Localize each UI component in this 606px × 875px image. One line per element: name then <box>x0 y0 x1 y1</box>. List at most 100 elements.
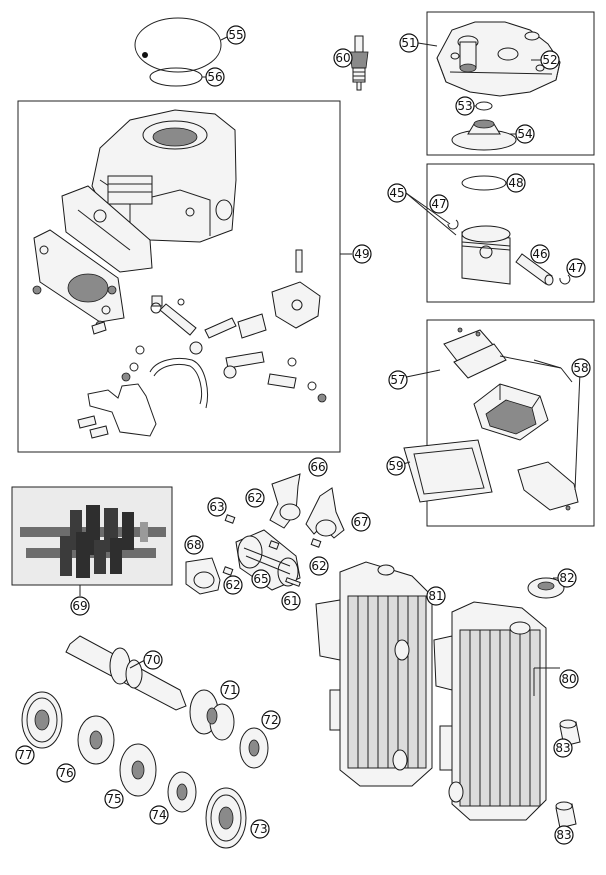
callout-49: 49 <box>352 244 372 264</box>
svg-text:56: 56 <box>207 70 222 84</box>
svg-text:67: 67 <box>353 515 368 529</box>
callout-56: 56 <box>205 67 225 87</box>
gear-72 <box>239 727 269 769</box>
cylinder-head-group-frame <box>426 11 595 156</box>
shift-fork-68 <box>185 557 221 595</box>
callout-55: 55 <box>226 25 246 45</box>
svg-text:74: 74 <box>151 808 166 822</box>
svg-text:45: 45 <box>389 186 404 200</box>
cylinder-head-o-ring <box>149 67 208 87</box>
svg-text:47: 47 <box>568 261 583 275</box>
piston-pin-clip-right <box>559 274 571 285</box>
svg-text:80: 80 <box>561 672 576 686</box>
shift-fork-67 <box>305 487 345 539</box>
callout-73: 73 <box>250 819 270 839</box>
gear-74 <box>167 771 197 813</box>
svg-text:65: 65 <box>253 572 268 586</box>
reed-valve-block <box>473 383 549 441</box>
intake-flange-gasket <box>403 439 493 503</box>
svg-text:54: 54 <box>517 127 532 141</box>
power-valve-control-linkage <box>87 358 208 437</box>
radiator-hose-fittings <box>555 719 581 829</box>
callout-45: 45 <box>387 183 407 203</box>
reed-valve-gasket-plate <box>517 371 581 511</box>
piston-ring <box>461 175 507 191</box>
callout-62-bottom: 62 <box>223 575 243 595</box>
callout-80: 80 <box>559 669 579 689</box>
gear-71 <box>189 689 235 741</box>
piston-pin <box>515 253 554 286</box>
svg-text:48: 48 <box>508 176 523 190</box>
callout-69: 69 <box>70 596 90 616</box>
transmission-assembly-photo <box>20 505 166 578</box>
callout-77: 77 <box>15 745 35 765</box>
callout-68: 68 <box>184 535 204 555</box>
shift-fork-66 <box>269 473 301 529</box>
callout-62-right: 62 <box>309 556 329 576</box>
callout-83-top: 83 <box>553 738 573 758</box>
svg-text:58: 58 <box>573 361 588 375</box>
svg-text:62: 62 <box>225 578 240 592</box>
callout-60: 60 <box>333 48 353 68</box>
svg-text:66: 66 <box>310 460 325 474</box>
gear-73 <box>205 787 247 849</box>
callout-71: 71 <box>220 680 240 700</box>
svg-text:63: 63 <box>209 500 224 514</box>
callout-53: 53 <box>455 96 475 116</box>
cylinder-base-gasket-ring <box>134 17 228 73</box>
callout-76: 76 <box>56 763 76 783</box>
callout-74: 74 <box>149 805 169 825</box>
svg-text:60: 60 <box>335 51 350 65</box>
callout-57: 57 <box>388 370 408 390</box>
gear-76 <box>77 715 115 765</box>
radiator-cap <box>527 577 565 599</box>
spark-plug <box>349 35 369 91</box>
svg-text:51: 51 <box>401 36 416 50</box>
callout-46: 46 <box>530 244 550 264</box>
callout-82: 82 <box>557 568 577 588</box>
callout-59: 59 <box>386 456 406 476</box>
svg-text:83: 83 <box>556 828 571 842</box>
gear-77 <box>21 691 63 749</box>
svg-text:76: 76 <box>58 766 73 780</box>
gear-75 <box>119 743 157 797</box>
svg-text:59: 59 <box>388 459 403 473</box>
cylinder-bolts-and-studs <box>32 249 327 439</box>
svg-text:69: 69 <box>72 599 87 613</box>
piston-pin-clip-left <box>447 219 459 230</box>
callout-67: 67 <box>351 512 371 532</box>
cylinder <box>91 109 237 243</box>
reed-valve-group-frame <box>426 319 595 527</box>
svg-text:71: 71 <box>222 683 237 697</box>
svg-text:75: 75 <box>106 792 121 806</box>
svg-text:77: 77 <box>17 748 32 762</box>
svg-text:46: 46 <box>532 247 547 261</box>
callout-75: 75 <box>104 789 124 809</box>
svg-text:72: 72 <box>263 713 278 727</box>
callout-47-bottom: 47 <box>566 258 586 278</box>
callout-83-bottom: 83 <box>554 825 574 845</box>
exhaust-flange-gasket <box>61 185 153 273</box>
svg-text:82: 82 <box>559 571 574 585</box>
svg-text:49: 49 <box>354 247 369 261</box>
callout-62-top: 62 <box>245 488 265 508</box>
svg-text:47: 47 <box>431 197 446 211</box>
callout-58: 58 <box>571 358 591 378</box>
radiator-right <box>433 601 547 821</box>
svg-text:62: 62 <box>247 491 262 505</box>
shift-drum <box>235 529 301 591</box>
reed-valve-petals <box>443 327 507 379</box>
svg-text:57: 57 <box>390 373 405 387</box>
svg-text:52: 52 <box>542 53 557 67</box>
svg-text:55: 55 <box>228 28 243 42</box>
cylinder-group-frame <box>17 100 341 453</box>
svg-text:73: 73 <box>252 822 267 836</box>
callout-48: 48 <box>506 173 526 193</box>
svg-text:81: 81 <box>428 589 443 603</box>
callout-65: 65 <box>251 569 271 589</box>
callout-81: 81 <box>426 586 446 606</box>
svg-text:61: 61 <box>283 594 298 608</box>
callout-54: 54 <box>515 124 535 144</box>
svg-text:53: 53 <box>457 99 472 113</box>
